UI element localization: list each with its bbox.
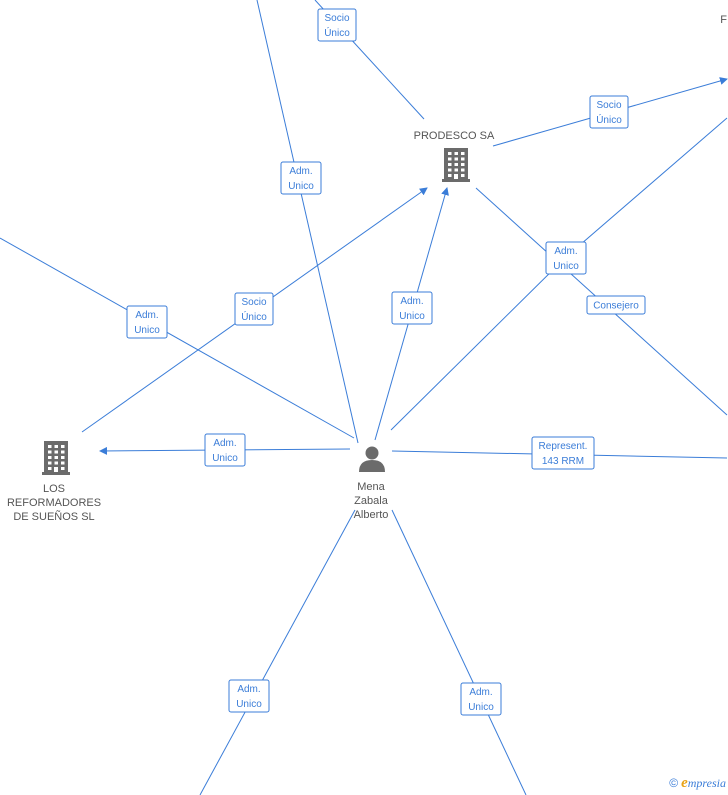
relationship-label-e7[interactable]: Adm.Unico bbox=[545, 241, 587, 275]
relationship-label-text: Represent.143 RRM bbox=[539, 441, 588, 467]
building-icon bbox=[42, 441, 70, 475]
connector-line-e3 bbox=[256, 0, 359, 444]
relationship-label-e4[interactable]: Adm.Unico bbox=[126, 305, 168, 339]
relationship-label-e12[interactable]: Adm.Unico bbox=[460, 682, 502, 716]
brand-name: mpresia bbox=[687, 776, 726, 790]
relationship-label-text: Adm.Unico bbox=[134, 310, 160, 336]
connector-line-e12 bbox=[391, 509, 527, 795]
connector-line-e11 bbox=[199, 509, 356, 795]
relationship-label-text: Adm.Unico bbox=[553, 246, 579, 272]
brand-footer[interactable]: ©empresia bbox=[669, 775, 726, 792]
copyright-symbol: © bbox=[669, 776, 679, 790]
connector-line-e4 bbox=[0, 237, 355, 439]
relationship-label-e11[interactable]: Adm.Unico bbox=[228, 679, 270, 713]
brand-logo-icon: e bbox=[681, 775, 688, 791]
node-partial-top-right[interactable]: F bbox=[720, 14, 727, 26]
node-label: F bbox=[720, 14, 727, 26]
relationship-label-e8[interactable]: Consejero bbox=[586, 295, 646, 315]
relationship-label-text: Adm.Unico bbox=[288, 166, 314, 192]
person-icon bbox=[359, 446, 385, 472]
node-label: PRODESCO SA bbox=[414, 130, 495, 142]
relationship-label-e3[interactable]: Adm.Unico bbox=[280, 161, 322, 195]
building-icon bbox=[442, 148, 470, 182]
relationship-label-text: Adm.Unico bbox=[236, 684, 262, 710]
node-prodesco[interactable]: PRODESCO SA bbox=[414, 130, 495, 182]
relationship-label-e10[interactable]: Represent.143 RRM bbox=[531, 436, 595, 470]
relationship-label-text: Adm.Unico bbox=[212, 438, 238, 464]
relationship-label-text: Adm.Unico bbox=[468, 687, 494, 713]
relationship-label-e6[interactable]: Adm.Unico bbox=[391, 291, 433, 325]
relationship-label-text: Consejero bbox=[593, 301, 639, 312]
relationship-label-text: Adm.Unico bbox=[399, 296, 425, 322]
relationship-label-e9[interactable]: Adm.Unico bbox=[204, 433, 246, 467]
